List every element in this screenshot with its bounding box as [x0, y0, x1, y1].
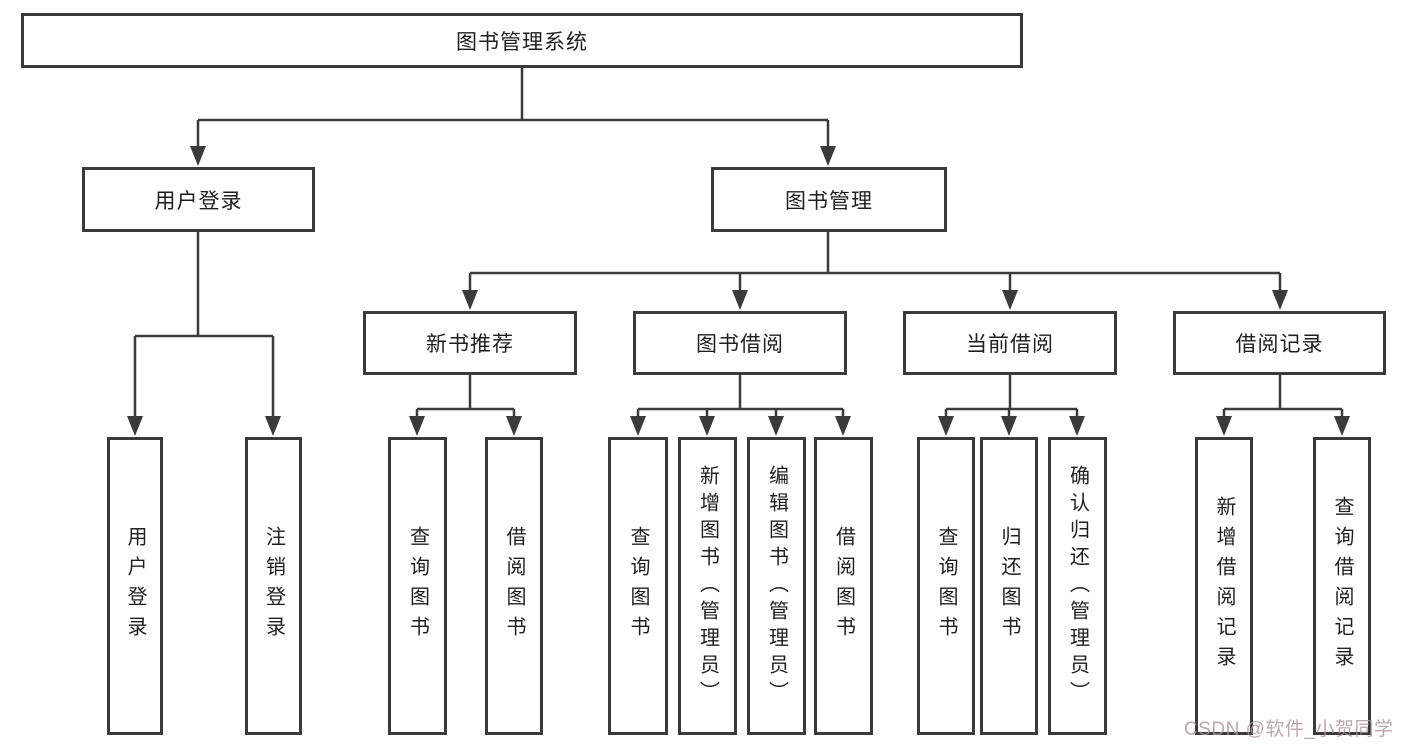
leaf-label: 借阅图书	[503, 526, 525, 646]
leaf-query-books: 查询图书	[608, 437, 668, 735]
leaf-logout: 注销登录	[245, 437, 302, 735]
node-book-borrowing: 图书借阅	[633, 311, 847, 375]
leaf-borrow-books: 借阅图书	[814, 437, 873, 735]
leaf-add-borrow-record: 新增借阅记录	[1195, 437, 1253, 735]
node-borrow-records: 借阅记录	[1173, 311, 1386, 375]
leaf-query-books: 查询图书	[917, 437, 975, 735]
leaf-query-books: 查询图书	[388, 437, 447, 735]
leaf-label: 用户登录	[124, 526, 146, 646]
leaf-label: 编辑图书（管理员）	[765, 464, 788, 708]
leaf-label: 新增借阅记录	[1213, 496, 1235, 676]
leaf-label: 确认归还（管理员）	[1066, 464, 1089, 708]
node-book-management: 图书管理	[711, 167, 947, 232]
leaf-query-borrow-record: 查询借阅记录	[1313, 437, 1371, 735]
node-user-login: 用户登录	[82, 167, 315, 232]
leaf-label: 查询图书	[406, 526, 429, 646]
node-library-system-root: 图书管理系统	[21, 13, 1023, 68]
leaf-borrow-books: 借阅图书	[485, 437, 543, 735]
leaf-label: 归还图书	[998, 526, 1020, 646]
leaf-label: 借阅图书	[832, 526, 855, 646]
csdn-watermark: CSDN @软件_小贺同学	[1184, 719, 1394, 740]
leaf-confirm-return-admin: 确认归还（管理员）	[1048, 437, 1107, 735]
leaf-label: 新增图书（管理员）	[696, 464, 719, 708]
leaf-label: 查询借阅记录	[1331, 496, 1353, 676]
leaf-label: 查询图书	[627, 526, 649, 646]
leaf-edit-books-admin: 编辑图书（管理员）	[747, 437, 806, 735]
leaf-label: 注销登录	[262, 526, 285, 646]
leaf-add-books-admin: 新增图书（管理员）	[678, 437, 737, 735]
leaf-user-login: 用户登录	[107, 437, 163, 735]
node-new-book-recommend: 新书推荐	[363, 311, 577, 375]
leaf-return-books: 归还图书	[980, 437, 1038, 735]
leaf-label: 查询图书	[935, 526, 957, 646]
node-current-borrowing: 当前借阅	[903, 311, 1117, 375]
